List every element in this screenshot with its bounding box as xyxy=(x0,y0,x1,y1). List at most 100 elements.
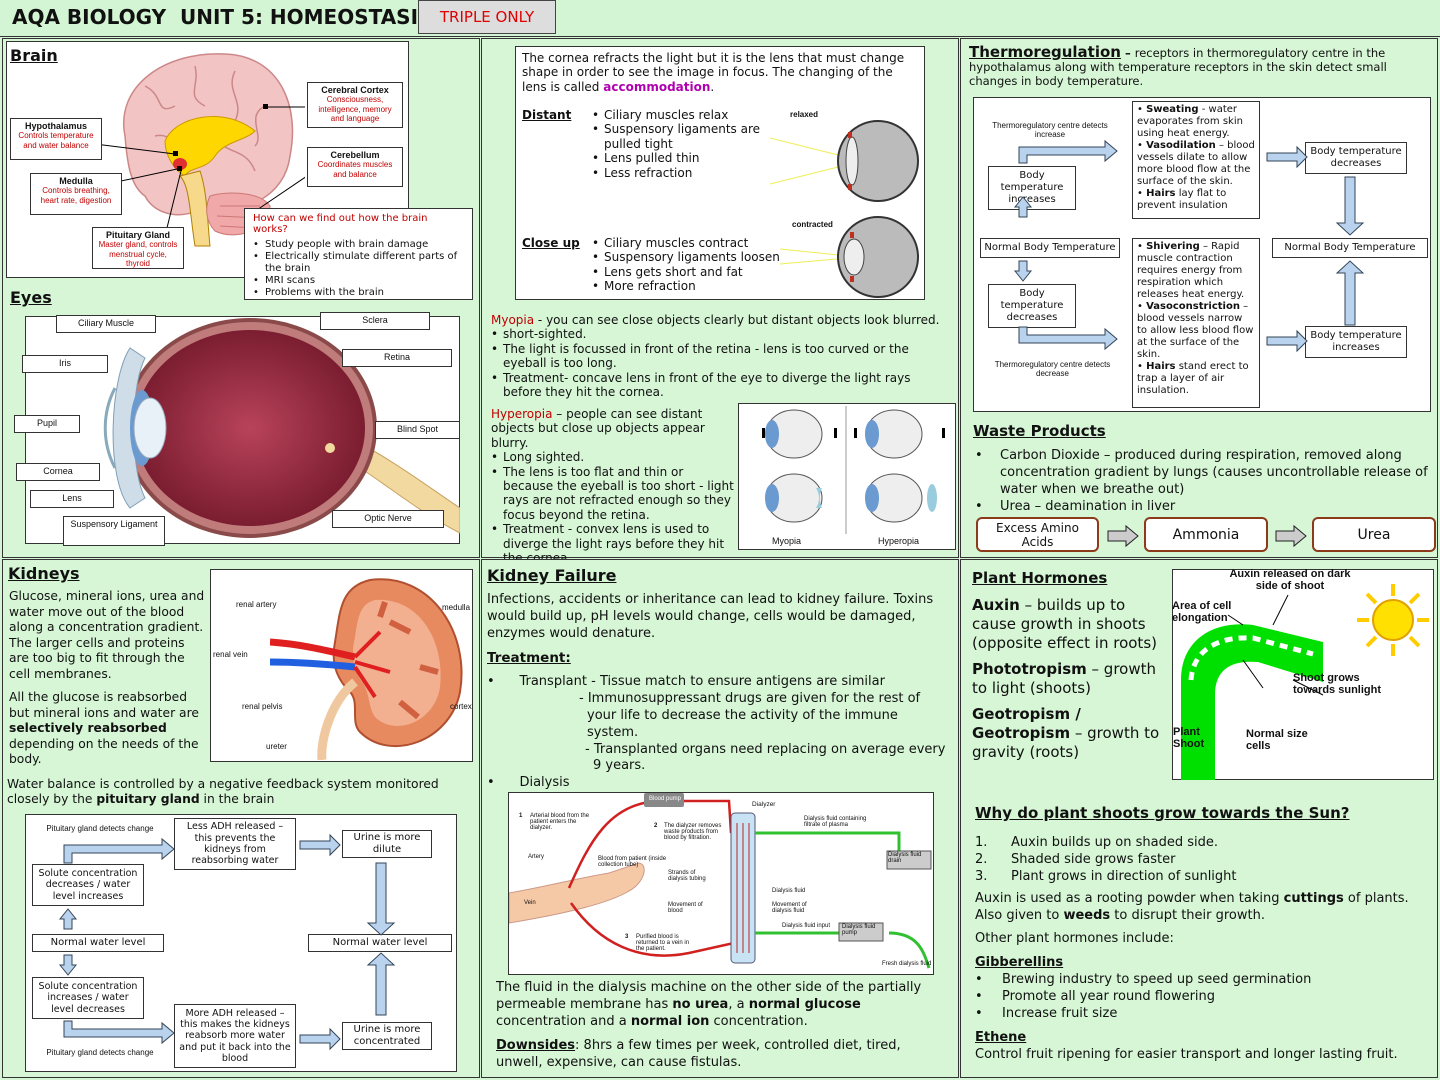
plant-label-shoot: Plant Shoot xyxy=(1173,726,1205,750)
header-unit: UNIT 5: HOMEOSTASIS xyxy=(180,5,433,29)
normal-temp-left-box: Normal Body Temperature xyxy=(980,238,1120,258)
waste-chain-arrows xyxy=(1107,524,1307,548)
kidney-failure-heading: Kidney Failure xyxy=(487,566,617,585)
detect-decrease-text: Thermoregulatory centre detects decrease xyxy=(994,360,1111,378)
close-up-list: Ciliary muscles contract Suspensory liga… xyxy=(592,236,782,294)
label-pupil: Pupil xyxy=(14,415,80,433)
cold-response-box: • Shivering – Rapid muscle contraction r… xyxy=(1132,238,1260,408)
brain-heading: Brain xyxy=(10,46,58,65)
pituitary-detect-top: Pituitary gland detects change xyxy=(46,824,154,833)
contracted-caption: contracted xyxy=(792,220,833,229)
body-temp-increases-box: Body temperature increases xyxy=(988,166,1076,210)
water-feedback-arrows xyxy=(58,833,396,1051)
plant-hormone-defs: Auxin – builds up to cause growth in sho… xyxy=(972,596,1160,762)
brain-illustration xyxy=(95,53,305,247)
brain-question: How can we find out how the brain works? xyxy=(253,213,428,235)
pituitary-detect-bottom: Pituitary gland detects change xyxy=(46,1048,154,1057)
distant-label: Distant xyxy=(522,108,572,122)
dlabel-num-2: 2 xyxy=(654,823,658,829)
header-title: AQA BIOLOGY xyxy=(12,5,167,29)
other-hormones-text: Other plant hormones include: xyxy=(975,931,1174,946)
label-iris: Iris xyxy=(22,355,108,373)
label-medulla-kidney: medulla xyxy=(442,603,471,612)
label-cornea: Cornea xyxy=(16,463,100,481)
thermo-intro: Thermoregulation – receptors in thermore… xyxy=(969,43,1387,88)
less-adh-box: Less ADH released – this prevents the ki… xyxy=(174,818,296,870)
dlabel-fresh-fluid: Fresh dialysis fluid xyxy=(882,961,932,967)
dlabel-step1: Arterial blood from the patient enters t… xyxy=(530,813,590,831)
myopia-hyperopia-diagram xyxy=(762,406,945,534)
dlabel-movement-fluid: Movement of dialysis fluid xyxy=(772,902,807,914)
dlabel-fluid-pump: Dialysis fluid pump xyxy=(842,924,876,936)
triple-only-badge: TRIPLE ONLY xyxy=(418,0,556,34)
plant-label-auxin: Auxin released on dark side of shoot xyxy=(1229,568,1351,592)
hyperopia-text: Hyperopia – people can see distant objec… xyxy=(491,407,734,565)
treatment-heading: Treatment: xyxy=(487,650,571,666)
dlabel-movement-blood: Movement of blood xyxy=(668,902,703,914)
plant-label-elongation: Area of cell elongation xyxy=(1172,600,1232,624)
urea-box: Urea xyxy=(1312,517,1436,552)
relaxed-caption: relaxed xyxy=(790,110,819,119)
plant-hormones-heading: Plant Hormones xyxy=(972,569,1108,587)
relaxed-eye-icon xyxy=(770,120,919,202)
method-item: Problems with the brain xyxy=(253,287,464,299)
result-temp-increases-box: Body temperature increases xyxy=(1305,326,1407,358)
water-balance-text: Water balance is controlled by a negativ… xyxy=(7,777,439,806)
plant-label-grows: Shoot grows towards sunlight xyxy=(1293,672,1381,696)
thermo-arrows xyxy=(1013,139,1365,353)
excess-amino-acids-box: Excess Amino Acids xyxy=(976,517,1099,552)
dlabel-drain: Dialysis fluid drain xyxy=(888,852,922,864)
dlabel-num-1: 1 xyxy=(519,813,523,819)
label-renal-pelvis: renal pelvis xyxy=(242,702,283,711)
label-blind-spot: Blind Spot xyxy=(375,421,460,439)
dlabel-step3: Purified blood is returned to a vein in … xyxy=(636,934,690,952)
normal-temp-right-box: Normal Body Temperature xyxy=(1272,238,1428,258)
brain-methods-box: How can we find out how the brain works?… xyxy=(244,208,473,300)
solute-increases-box: Solute concentration increases / water l… xyxy=(32,977,144,1019)
close-up-label: Close up xyxy=(522,236,580,250)
dlabel-vein: Vein xyxy=(524,900,536,906)
label-renal-artery: renal artery xyxy=(236,600,277,609)
distant-list: Ciliary muscles relax Suspensory ligamen… xyxy=(592,108,762,180)
label-sclera: Sclera xyxy=(320,312,430,330)
dlabel-fluid-input: Dialysis fluid input xyxy=(782,923,831,929)
failure-intro: Infections, accidents or inheritance can… xyxy=(487,592,934,641)
kidneys-para2: All the glucose is reabsorbed but minera… xyxy=(9,690,199,767)
myopia-text: Myopia - you can see close objects clear… xyxy=(491,313,951,399)
waste-heading: Waste Products xyxy=(973,422,1106,440)
gibberellins-list: Brewing industry to speed up seed germin… xyxy=(975,972,1430,1023)
dlabel-blood-pump: Blood pump xyxy=(649,796,682,802)
label-optic-nerve: Optic Nerve xyxy=(332,510,444,528)
label-retina: Retina xyxy=(342,349,452,367)
dlabel-dialysis-fluid: Dialysis fluid xyxy=(772,888,806,894)
plant-label-normal: Normal size cells xyxy=(1246,728,1308,752)
why-shoots-heading: Why do plant shoots grow towards the Sun… xyxy=(975,804,1350,822)
hot-response-box: • Sweating - water evaporates from skin … xyxy=(1132,101,1260,219)
dialysis-downsides: Downsides: 8hrs a few times per week, co… xyxy=(496,1038,901,1070)
label-ureter: ureter xyxy=(266,742,287,751)
kidneys-para1: Glucose, mineral ions, urea and water mo… xyxy=(9,589,205,682)
eye-illustration xyxy=(103,318,460,538)
rooting-powder-text: Auxin is used as a rooting powder when t… xyxy=(975,891,1409,924)
dialysis-illustration xyxy=(509,793,932,969)
urine-dilute-box: Urine is more dilute xyxy=(342,830,432,858)
normal-water-left-box: Normal water level xyxy=(32,934,164,952)
plant-shoot-illustration xyxy=(1181,584,1429,780)
label-cortex: cortex xyxy=(450,702,472,711)
waste-list: Carbon Dioxide – produced during respira… xyxy=(975,448,1430,516)
ethene-heading: Ethene xyxy=(975,1030,1027,1045)
dlabel-artery: Artery xyxy=(528,854,545,860)
dlabel-dialyzer: Dialyzer xyxy=(752,801,776,808)
dlabel-num-3: 3 xyxy=(625,934,629,940)
label-renal-vein: renal vein xyxy=(213,650,248,659)
hyperopia-caption: Hyperopia xyxy=(878,536,920,546)
label-suspensory-ligament: Suspensory Ligament xyxy=(63,516,165,546)
method-item: Study people with brain damage xyxy=(253,239,464,251)
kidneys-heading: Kidneys xyxy=(8,564,80,583)
body-temp-decreases-box: Body temperature decreases xyxy=(988,284,1076,328)
dlabel-step2: The dialyzer removes waste products from… xyxy=(664,823,722,841)
solute-decreases-box: Solute concentration decreases / water l… xyxy=(32,864,144,906)
